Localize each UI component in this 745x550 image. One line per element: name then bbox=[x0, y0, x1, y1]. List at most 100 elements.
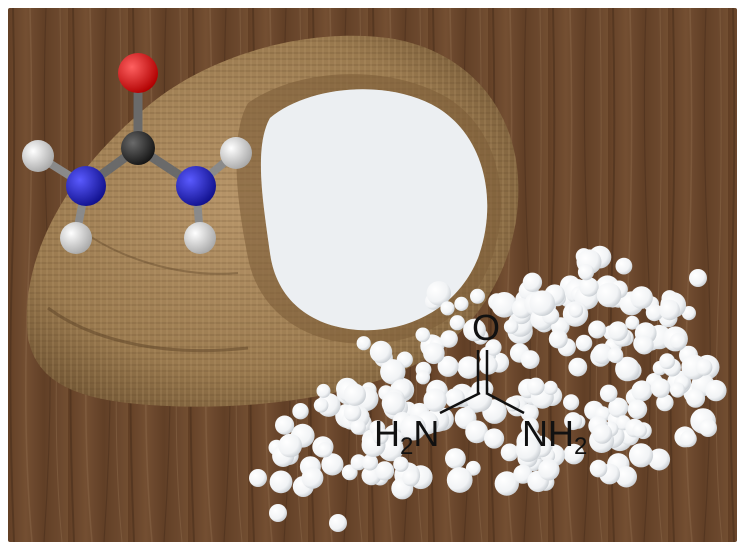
urea-pellet bbox=[645, 304, 664, 322]
urea-pellet bbox=[656, 393, 674, 412]
urea-pellet bbox=[659, 353, 675, 370]
urea-pellet bbox=[329, 514, 347, 532]
urea-pellet bbox=[575, 334, 593, 352]
urea-pellet bbox=[695, 358, 713, 376]
urea-pellet bbox=[548, 329, 568, 349]
urea-pellet bbox=[423, 342, 445, 365]
urea-pellet bbox=[380, 359, 406, 385]
urea-pellet bbox=[520, 350, 540, 369]
formula-left-amine: H2N bbox=[374, 413, 439, 460]
urea-pellet bbox=[520, 403, 539, 422]
urea-pellet bbox=[564, 412, 583, 431]
urea-pellet bbox=[592, 423, 613, 444]
carbon-atom bbox=[121, 131, 155, 165]
urea-ball-stick-model bbox=[22, 53, 252, 254]
urea-pellet bbox=[369, 340, 393, 364]
urea-pellet bbox=[599, 384, 618, 403]
urea-pellet bbox=[615, 257, 633, 275]
urea-pellet bbox=[317, 442, 333, 458]
hydrogen-atom bbox=[184, 222, 216, 254]
formula-right-amine: NH2 bbox=[522, 413, 587, 460]
urea-pellet bbox=[500, 443, 519, 462]
urea-pellet bbox=[634, 335, 654, 355]
urea-pellet bbox=[400, 414, 426, 441]
urea-pellet bbox=[437, 355, 459, 377]
urea-pellet bbox=[343, 403, 362, 422]
urea-photo: O H2N NH2 bbox=[8, 8, 737, 542]
urea-pellet bbox=[440, 330, 458, 348]
urea-pellet bbox=[563, 394, 580, 411]
urea-pellet bbox=[381, 391, 406, 416]
urea-pellet bbox=[608, 397, 629, 418]
urea-pellet bbox=[478, 355, 498, 375]
urea-pellet bbox=[522, 272, 543, 292]
urea-pellet bbox=[515, 436, 541, 462]
photo-canvas: O H2N NH2 bbox=[8, 8, 737, 542]
urea-pellet bbox=[465, 420, 488, 444]
nitrogen-atom-right bbox=[176, 166, 216, 206]
urea-pellet bbox=[470, 288, 485, 304]
urea-pellet bbox=[393, 456, 409, 472]
urea-pellet bbox=[445, 448, 466, 469]
urea-pellet bbox=[615, 356, 640, 382]
urea-pellet bbox=[659, 299, 680, 321]
urea-pellet bbox=[685, 388, 706, 408]
urea-pellet bbox=[292, 403, 309, 420]
spilled-pellets bbox=[249, 245, 727, 532]
urea-pellet bbox=[592, 343, 613, 365]
urea-pellet bbox=[485, 339, 502, 356]
urea-pellet bbox=[249, 469, 267, 487]
urea-pellet bbox=[615, 466, 637, 488]
urea-pellet bbox=[440, 301, 455, 316]
urea-pellet bbox=[269, 470, 293, 494]
pellet-pile-in-sack bbox=[260, 89, 488, 331]
urea-pellet bbox=[463, 318, 486, 342]
urea-pellet bbox=[526, 377, 545, 396]
hydrogen-atom bbox=[22, 140, 54, 172]
urea-pellet bbox=[669, 382, 686, 398]
urea-pellet bbox=[350, 454, 367, 471]
urea-pellet bbox=[423, 388, 447, 412]
urea-pellet bbox=[608, 321, 628, 341]
urea-pellet bbox=[630, 286, 653, 309]
urea-pellet bbox=[543, 380, 558, 395]
urea-pellet bbox=[579, 277, 599, 297]
formula-oxygen: O bbox=[472, 307, 500, 348]
urea-pellet bbox=[529, 290, 555, 317]
urea-pellet bbox=[316, 383, 331, 398]
oxygen-atom bbox=[118, 53, 158, 93]
urea-pellet bbox=[372, 428, 389, 445]
urea-pellet bbox=[625, 315, 640, 330]
urea-pellet bbox=[449, 315, 465, 331]
urea-pellet bbox=[454, 296, 469, 311]
urea-pellet bbox=[301, 467, 324, 489]
urea-pellet bbox=[446, 467, 473, 493]
urea-pellet bbox=[563, 443, 585, 465]
urea-pellet bbox=[361, 454, 379, 471]
urea-pellet bbox=[503, 319, 519, 334]
urea-pellet bbox=[681, 306, 697, 321]
urea-pellet bbox=[491, 292, 517, 318]
urea-pellet bbox=[568, 303, 584, 318]
urea-pellet bbox=[689, 269, 707, 287]
urea-pellet bbox=[607, 347, 624, 364]
urea-pellet bbox=[278, 433, 303, 458]
urea-pellet bbox=[648, 448, 671, 471]
urea-pellet bbox=[350, 419, 366, 435]
urea-pellet bbox=[705, 379, 727, 402]
urea-pellet bbox=[538, 459, 560, 481]
urea-pellet bbox=[402, 468, 420, 487]
urea-pellet bbox=[596, 282, 622, 308]
urea-pellet bbox=[699, 419, 717, 437]
urea-pellet bbox=[321, 453, 344, 476]
urea-pellet bbox=[457, 356, 481, 379]
urea-pellet bbox=[415, 327, 431, 343]
urea-pellet bbox=[275, 415, 295, 435]
urea-pellet bbox=[484, 428, 505, 449]
urea-pellet bbox=[568, 357, 588, 377]
urea-pellet bbox=[589, 459, 608, 478]
urea-pellet bbox=[588, 320, 607, 339]
urea-pellet bbox=[680, 430, 697, 448]
urea-pellet bbox=[632, 423, 647, 438]
